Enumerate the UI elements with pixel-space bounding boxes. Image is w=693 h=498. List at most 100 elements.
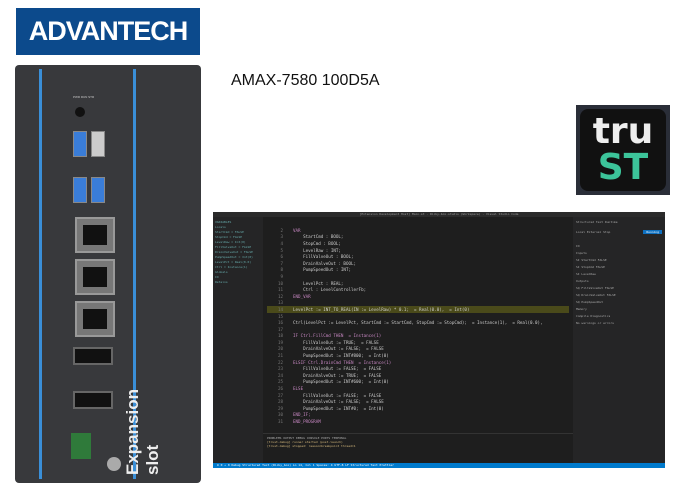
variable-item[interactable]: IO bbox=[215, 275, 219, 279]
code-line: 13 bbox=[267, 300, 569, 307]
line-number: 7 bbox=[280, 260, 283, 266]
code-text: END_IF; bbox=[293, 412, 311, 418]
code-line: 25 PumpSpeedOut := INT#600; = Int(0) bbox=[267, 379, 569, 386]
line-number: 8 bbox=[280, 267, 283, 273]
code-line: 5 LevelRaw : INT; bbox=[267, 247, 569, 254]
variable-item[interactable]: DrainValveOut = FALSE bbox=[215, 250, 253, 254]
status-bar: ⊗ 0 ⚠ 0 Debug Structured Text (Ricky_box… bbox=[213, 463, 665, 468]
line-number: 15 bbox=[277, 313, 283, 319]
code-line: 28 DrainValveOut := FALSE; = FALSE bbox=[267, 398, 569, 405]
code-line: 11 Ctrl : LevelControllerFb; bbox=[267, 286, 569, 293]
variable-item[interactable]: LevelPct = Real(0.0) bbox=[215, 260, 252, 264]
line-number: 31 bbox=[277, 419, 283, 425]
usb-port bbox=[91, 177, 105, 203]
ground-screw bbox=[107, 457, 121, 471]
line-number: 4 bbox=[280, 240, 283, 246]
trust-top: tru bbox=[592, 111, 654, 152]
variable-item[interactable]: Locals bbox=[215, 225, 226, 229]
line-number: 5 bbox=[280, 247, 283, 253]
code-text: PumpSpeedOut := INT#0; = Int(0) bbox=[293, 405, 384, 411]
console-line: [trust-debug] stopped: reason=breakpoint… bbox=[267, 444, 356, 448]
code-line: 10 LevelPct : REAL; bbox=[267, 280, 569, 287]
code-line: 20 DrainValveOut := FALSE; = FALSE bbox=[267, 346, 569, 353]
code-line: 27 FillValveOut := FALSE; = FALSE bbox=[267, 392, 569, 399]
line-number: 20 bbox=[277, 346, 283, 352]
line-number: 23 bbox=[277, 366, 283, 372]
console-line: [trust-debug] runner started (post-launc… bbox=[267, 440, 343, 444]
runtime-item: Memory bbox=[576, 307, 587, 311]
ethernet-port bbox=[75, 301, 115, 337]
code-text: FillValveOut := FALSE; = FALSE bbox=[293, 392, 382, 398]
runtime-item: Inputs bbox=[576, 251, 587, 255]
line-number: 10 bbox=[277, 280, 283, 286]
line-number: 18 bbox=[277, 333, 283, 339]
runtime-item: %Q DrainValveOut FALSE bbox=[576, 293, 616, 297]
code-text: StopCmd : BOOL; bbox=[293, 240, 341, 246]
variable-item[interactable]: LevelRaw = Int(0) bbox=[215, 240, 246, 244]
code-text: ELSE bbox=[293, 386, 304, 392]
line-number: 28 bbox=[277, 399, 283, 405]
line-number: 21 bbox=[277, 353, 283, 359]
line-number: 2 bbox=[280, 227, 283, 233]
power-connector bbox=[71, 433, 91, 459]
code-text: StartCmd : BOOL; bbox=[293, 234, 344, 240]
line-number: 14 bbox=[277, 306, 283, 312]
usb-port bbox=[73, 177, 87, 203]
code-text: PumpSpeedOut : INT; bbox=[293, 267, 351, 273]
variable-item[interactable]: StopCmd = FALSE bbox=[215, 235, 243, 239]
running-badge: Running bbox=[643, 230, 662, 234]
window-title: [Extension Development Host] Main.st - R… bbox=[213, 212, 665, 217]
code-text: DrainValveOut := TRUE; = FALSE bbox=[293, 372, 382, 378]
line-number: 22 bbox=[277, 359, 283, 365]
runtime-item: Compile Diagnostics bbox=[576, 314, 611, 318]
runtime-item: IO bbox=[576, 244, 580, 248]
ethernet-port bbox=[75, 259, 115, 295]
line-number: 27 bbox=[277, 392, 283, 398]
code-text: DrainValveOut := FALSE; = FALSE bbox=[293, 399, 384, 405]
variable-item[interactable]: PumpSpeedOut = Int(0) bbox=[215, 255, 253, 259]
ethernet-port bbox=[75, 217, 115, 253]
variable-item[interactable]: VARIABLES bbox=[215, 220, 232, 224]
runtime-item: No warnings or errors bbox=[576, 321, 614, 325]
code-text: ELSIF Ctrl.DrainCmd THEN = Instance(1) bbox=[293, 359, 392, 365]
variable-item[interactable]: Retains bbox=[215, 280, 228, 284]
line-number: 19 bbox=[277, 339, 283, 345]
runtime-item: %Q FillValveOut FALSE bbox=[576, 286, 614, 290]
line-number: 3 bbox=[280, 234, 283, 240]
expansion-slot-label: Expansion slot bbox=[123, 389, 162, 475]
line-number: 25 bbox=[277, 379, 283, 385]
runtime-item: Outputs bbox=[576, 279, 589, 283]
advantech-logo: ADVANTECH bbox=[16, 8, 200, 55]
variable-item[interactable]: FillValveOut = FALSE bbox=[215, 245, 252, 249]
usb-port bbox=[91, 131, 105, 157]
variable-item[interactable]: StartCmd = FALSE bbox=[215, 230, 244, 234]
line-number: 17 bbox=[277, 326, 283, 332]
variable-item[interactable]: Ctrl = Instance(1) bbox=[215, 265, 248, 269]
led-labels: PWR RUN STR bbox=[73, 95, 95, 99]
line-number: 13 bbox=[277, 300, 283, 306]
runtime-item: %I StartCmd FALSE bbox=[576, 258, 607, 262]
code-text: FillValveOut := TRUE; = FALSE bbox=[293, 339, 379, 345]
runtime-tabs[interactable]: Local External Stop bbox=[576, 230, 611, 234]
code-text: DrainValveOut : BOOL; bbox=[293, 260, 357, 266]
panel-tabs[interactable]: PROBLEMS OUTPUT DEBUG CONSOLE PORTS TERM… bbox=[267, 436, 347, 440]
line-number: 12 bbox=[277, 293, 283, 299]
hdmi-port bbox=[73, 391, 113, 409]
runtime-title: Structured Text Runtime bbox=[576, 220, 618, 224]
line-number: 30 bbox=[277, 412, 283, 418]
line-number: 16 bbox=[277, 320, 283, 326]
trust-bottom: ST bbox=[597, 147, 649, 188]
code-line: 23 FillValveOut := FALSE; = FALSE bbox=[267, 365, 569, 372]
code-line: 7 DrainValveOut : BOOL; bbox=[267, 260, 569, 267]
accent-stripe bbox=[39, 69, 42, 479]
variable-item[interactable]: Globals bbox=[215, 270, 228, 274]
code-line: 19 FillValveOut := TRUE; = FALSE bbox=[267, 339, 569, 346]
code-line: 17 bbox=[267, 326, 569, 333]
code-text: PumpSpeedOut := INT#800; = Int(0) bbox=[293, 353, 389, 359]
